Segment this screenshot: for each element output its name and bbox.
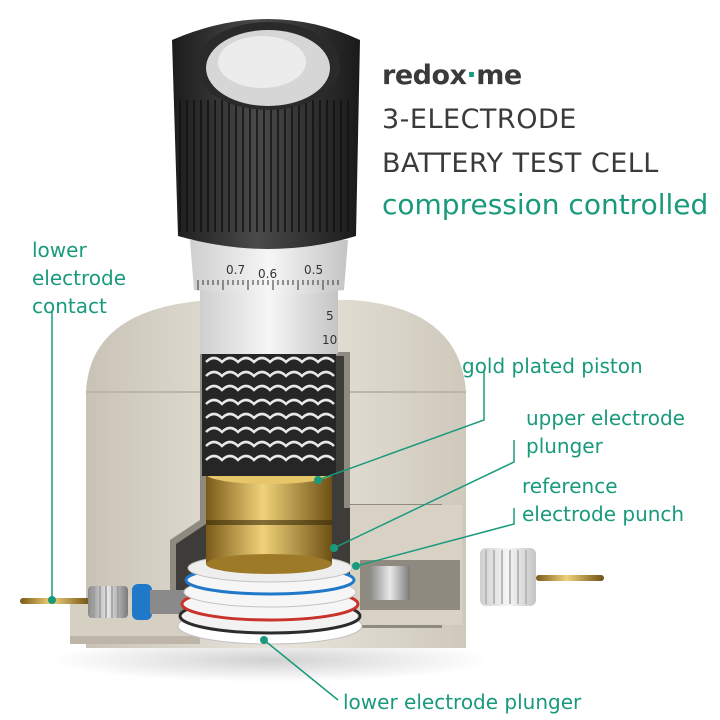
label-upper-electrode-plunger: upper electrode plunger	[526, 404, 685, 460]
label-line: electrode	[32, 266, 127, 290]
floor-shadow	[50, 638, 490, 682]
label-line: contact	[32, 294, 107, 318]
label-line: electrode punch	[522, 502, 685, 526]
title-line-2: BATTERY TEST CELL	[382, 148, 659, 179]
scale-mark-0-7: 0.7	[226, 263, 245, 277]
leader-lines	[51, 312, 515, 701]
label-lower-electrode-plunger: lower electrode plunger	[343, 690, 582, 714]
leader-dots	[48, 476, 360, 644]
leader-upper-plunger	[333, 440, 515, 549]
label-line: plunger	[526, 434, 603, 458]
scale-mark-0-5: 0.5	[304, 263, 323, 277]
leader-gold-piston	[317, 372, 485, 481]
label-line: reference	[522, 474, 618, 498]
label-line: lower	[32, 238, 87, 262]
brand-name: redox	[382, 60, 467, 91]
micrometer-scale: 0.7 0.6 0.5 5 10	[190, 240, 348, 347]
leader-lower-plunger	[263, 639, 339, 701]
leader-reference-punch	[355, 508, 515, 567]
label-lower-electrode-contact: lower electrode contact	[32, 236, 126, 320]
title-line-1: 3-ELECTRODE	[382, 104, 577, 135]
brand-dot: ·	[466, 60, 477, 91]
spring-column	[202, 352, 336, 476]
gold-plated-piston	[206, 464, 332, 574]
label-gold-plated-piston: gold plated piston	[462, 354, 643, 378]
scale-mark-0-6: 0.6	[258, 267, 277, 281]
scale-mark-10: 10	[322, 333, 337, 347]
scale-mark-5: 5	[326, 309, 334, 323]
compression-knob	[172, 19, 360, 249]
label-line: upper electrode	[526, 406, 685, 430]
label-reference-electrode-punch: reference electrode punch	[522, 472, 684, 528]
subtitle: compression controlled	[382, 188, 709, 221]
brand-logo: redox·me	[382, 60, 522, 91]
reference-port	[350, 505, 604, 625]
brand-suffix: me	[476, 60, 522, 91]
